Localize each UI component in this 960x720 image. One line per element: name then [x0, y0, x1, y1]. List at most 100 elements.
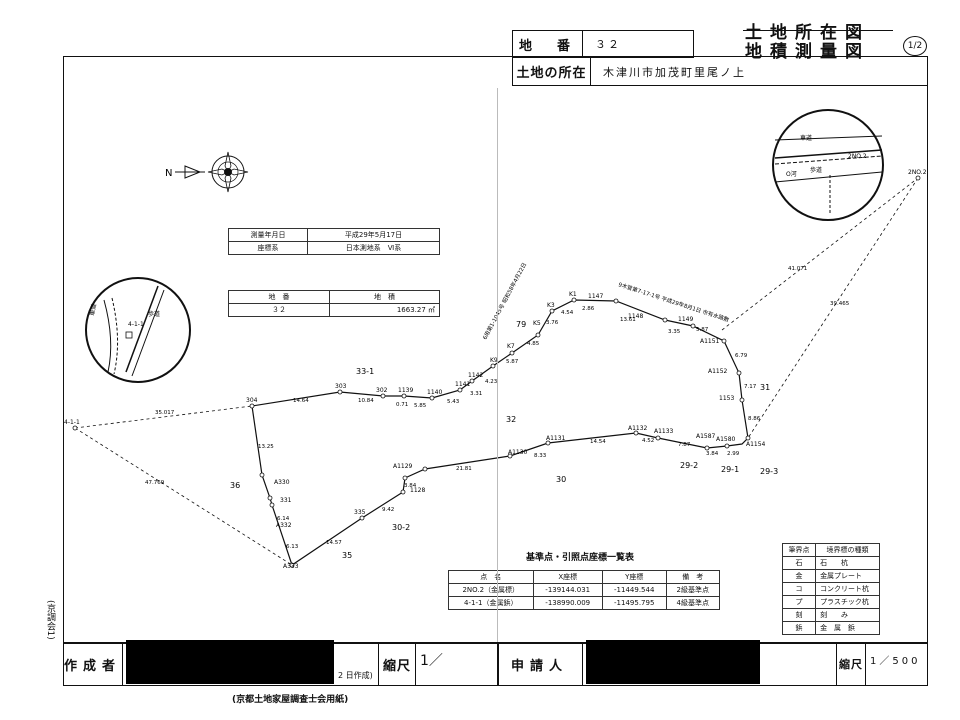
legend-symbol: 石: [781, 556, 817, 570]
table-row: 鋲金 属 鋲: [781, 621, 880, 635]
pt-a330: A330: [274, 479, 290, 486]
table-row: 点 名 X座標 Y座標 備 考: [448, 570, 721, 584]
pt-a1133: A1133: [654, 428, 674, 435]
table-row: 石石 杭: [781, 556, 880, 570]
lot-29-1: 29-1: [721, 465, 739, 474]
lot-35: 35: [342, 551, 352, 560]
right-inset-walk: 歩道: [810, 166, 822, 174]
pt-2no2: 2NO.2: [908, 169, 927, 176]
dist-28: 14.57: [326, 540, 342, 546]
north-arrow-icon: N: [165, 151, 249, 193]
coord-cell: -11495.795: [601, 596, 667, 610]
legend-header-point: 筆界点: [781, 543, 817, 557]
dist-4: 5.85: [414, 403, 427, 409]
title-strike: [743, 30, 893, 31]
drawing-frame: [63, 56, 928, 644]
left-inset-walk: 歩道: [148, 310, 160, 318]
pt-1139: 1139: [398, 387, 413, 394]
chiban-box: 地 番 ３２: [512, 30, 694, 58]
pt-k5: K5: [533, 320, 541, 327]
point-labels: 304 303 302 1139 1140 1141 1142 K9 K7 K5…: [64, 169, 927, 570]
survey-date-value: 平成29年5月17日: [307, 228, 440, 242]
dist-33: 47.769: [145, 480, 165, 486]
pt-a1129: A1129: [393, 463, 413, 470]
coord-cell: 4級基準点: [665, 596, 721, 610]
area-table: 地 番 地 積 ３２ 1663.27 ㎡: [228, 290, 440, 317]
page-indicator: 1/2: [903, 36, 927, 56]
coord-cell: 2級基準点: [665, 583, 721, 597]
reference-lines: [74, 177, 919, 566]
dist-25: 21.81: [456, 466, 472, 472]
legend-desc: 金 属 鋲: [815, 621, 880, 635]
dist-22: 4.52: [642, 438, 654, 444]
coord-header-x: X座標: [532, 570, 603, 584]
dist-8: 5.87: [506, 359, 519, 365]
pt-a1131: A1131: [546, 435, 566, 442]
survey-info-table: 測量年月日 平成29年5月17日 座標系 日本測地系 Ⅵ系: [228, 228, 440, 255]
coord-system-value: 日本測地系 Ⅵ系: [307, 241, 440, 255]
dist-14: 3.35: [668, 329, 681, 335]
pt-k3: K3: [547, 302, 555, 309]
right-inset-road: 車道: [800, 134, 812, 142]
dist-30: 6.14: [277, 516, 290, 522]
table-row: ココンクリート杭: [781, 582, 880, 596]
table-row: ３２ 1663.27 ㎡: [228, 303, 440, 317]
table-row: 2NO.2（金属標） -139144.031 -11449.544 2級基準点: [448, 583, 721, 597]
dist-3: 0.71: [396, 402, 408, 408]
pt-a1587: A1587: [696, 433, 716, 440]
lot-30-2: 30-2: [392, 523, 410, 532]
dist-1: 14.64: [293, 398, 309, 404]
table-row: 4-1-1（金属鋲） -138990.009 -11495.795 4級基準点: [448, 596, 721, 610]
dist-6: 3.31: [470, 391, 482, 397]
footer-divider: [497, 642, 499, 686]
dist-27: 9.42: [382, 507, 394, 513]
legend-symbol: 刻: [781, 608, 817, 622]
paper-note: (京都土地家屋調査士会用紙): [232, 695, 349, 705]
table-row: 地 番 地 積: [228, 290, 440, 304]
table-row: 金金属プレート: [781, 569, 880, 583]
pt-a1152: A1152: [708, 368, 728, 375]
pt-1148: 1148: [628, 313, 643, 320]
left-inset-road: 車道: [88, 303, 98, 316]
pt-1149: 1149: [678, 316, 693, 323]
dist-20: 3.84: [706, 451, 719, 457]
legend-desc: 刻 み: [815, 608, 880, 622]
coord-cell: 2NO.2（金属標）: [448, 583, 534, 597]
dist-24: 8.33: [534, 453, 547, 459]
location-label: 土地の所在: [513, 58, 591, 85]
right-inset: 車道 歩道 2NO.2 O河: [772, 109, 884, 221]
applicant-label: 申請人: [497, 642, 583, 686]
legend-symbol: プ: [781, 595, 817, 609]
dist-5: 5.43: [447, 399, 460, 405]
dist-15: 5.87: [696, 327, 709, 333]
lot-33-1: 33-1: [356, 367, 374, 376]
location-value: 木津川市加茂町里尾ノ上: [603, 65, 746, 79]
pt-a1154: A1154: [746, 441, 766, 448]
chiban-value: ３２: [595, 38, 621, 51]
left-scale-value: 1／: [420, 653, 443, 669]
creator-date: 2 日作成): [338, 671, 373, 680]
pt-a1130: A1130: [508, 449, 528, 456]
table-row: 刻刻 み: [781, 608, 880, 622]
dist-10: 3.76: [546, 320, 559, 326]
lot-29-2: 29-2: [680, 461, 698, 470]
coord-cell: -11449.544: [601, 583, 667, 597]
dist-23: 14.54: [590, 439, 606, 445]
legend-table: 筆界点 境界標の種類 石石 杭 金金属プレート ココンクリート杭 ププラスチック…: [781, 543, 880, 635]
footer-bar: [63, 642, 928, 686]
lot-32: 32: [506, 415, 516, 424]
table-row: 測量年月日 平成29年5月17日: [228, 228, 440, 242]
left-scale-label: 縮尺: [378, 642, 416, 686]
dist-34: 41.071: [788, 266, 807, 272]
pt-a1151: A1151: [700, 338, 720, 345]
area-header-chiseki: 地 積: [329, 290, 440, 304]
pt-1140: 1140: [427, 389, 442, 396]
pt-1153: 1153: [719, 395, 734, 402]
creator-redaction: [126, 640, 334, 684]
applicant-redaction: [586, 640, 760, 684]
lot-boundary: [251, 299, 749, 566]
lot-36: 36: [230, 481, 240, 490]
table-row: 筆界点 境界標の種類: [781, 543, 880, 557]
dist-7: 4.23: [485, 379, 498, 385]
